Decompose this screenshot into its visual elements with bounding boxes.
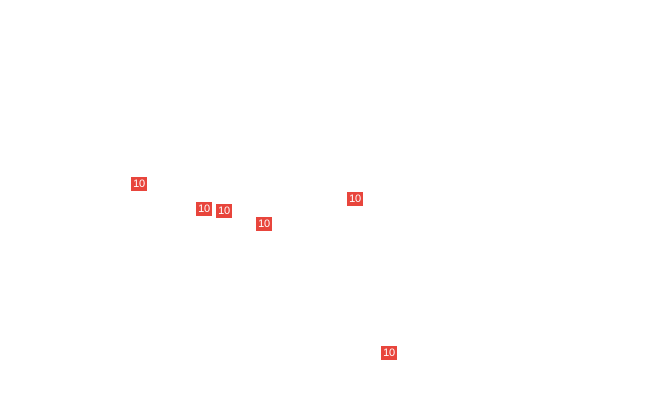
map-marker[interactable]: 10 <box>347 192 363 206</box>
map-marker[interactable]: 10 <box>131 177 147 191</box>
map-marker[interactable]: 10 <box>381 346 397 360</box>
map-marker[interactable]: 10 <box>196 202 212 216</box>
map-marker[interactable]: 10 <box>216 204 232 218</box>
map-marker[interactable]: 10 <box>256 217 272 231</box>
